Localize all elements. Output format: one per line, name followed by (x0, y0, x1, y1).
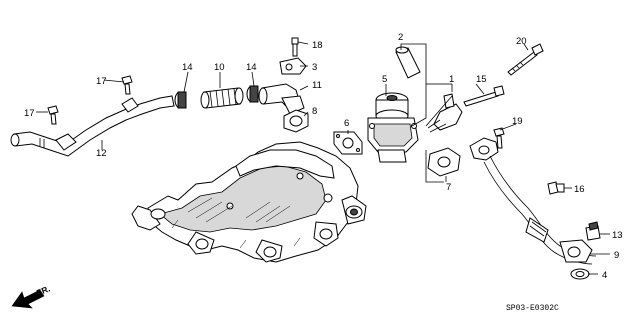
bolt-17a (121, 75, 133, 95)
bolt-15 (463, 85, 505, 107)
plug-16 (547, 181, 565, 195)
drawing-code: SP03-E0302C (506, 304, 559, 313)
callout-17-upper: 17 (96, 76, 107, 87)
callout-4: 4 (602, 270, 607, 281)
callout-5: 5 (382, 74, 387, 85)
leader-lines (36, 41, 610, 275)
front-direction-label: FR. (35, 283, 51, 297)
front-direction-arrow: FR. (11, 283, 51, 309)
gasket-4 (570, 268, 590, 280)
bolt-17b (47, 105, 59, 125)
callout-3: 3 (312, 62, 317, 73)
callout-15: 15 (476, 74, 487, 85)
gasket-7 (427, 147, 461, 177)
intake-manifold (131, 141, 367, 263)
callout-7: 7 (446, 182, 451, 193)
gasket-8 (283, 109, 309, 133)
bolt-19 (493, 127, 505, 149)
gasket-6 (333, 131, 363, 155)
callout-6: 6 (344, 118, 349, 129)
callout-16: 16 (574, 184, 585, 195)
water-hose-10 (200, 87, 244, 109)
callout-14-right: 14 (246, 62, 257, 73)
callout-13: 13 (612, 230, 623, 241)
water-elbow-11 (258, 83, 305, 115)
callout-2: 2 (398, 32, 403, 43)
hose-clamp-right (246, 85, 259, 103)
bolt-20 (507, 43, 544, 76)
plug-13 (585, 221, 601, 241)
callout-11: 11 (312, 80, 322, 91)
callout-17-lower: 17 (24, 108, 35, 119)
callout-18: 18 (312, 40, 323, 51)
callout-8: 8 (312, 106, 317, 117)
callout-12: 12 (96, 148, 107, 159)
egr-valve-5 (367, 92, 419, 163)
bolt-18 (291, 37, 299, 57)
water-pipe-12 (10, 95, 175, 157)
callout-1: 1 (449, 74, 454, 85)
callout-19: 19 (512, 116, 523, 127)
egr-pipe-9 (469, 137, 597, 265)
egr-solenoid-bracket-1 (427, 93, 463, 133)
callout-9: 9 (614, 250, 619, 261)
bracket-3 (279, 57, 307, 75)
vacuum-hose-2 (395, 46, 421, 79)
callout-labels: 1 2 3 4 5 6 7 8 9 10 11 12 13 14 14 15 1… (24, 32, 623, 281)
callout-14-left: 14 (182, 62, 193, 73)
callout-10: 10 (214, 62, 225, 73)
hose-clamp-left (174, 91, 187, 109)
callout-20: 20 (516, 36, 527, 47)
